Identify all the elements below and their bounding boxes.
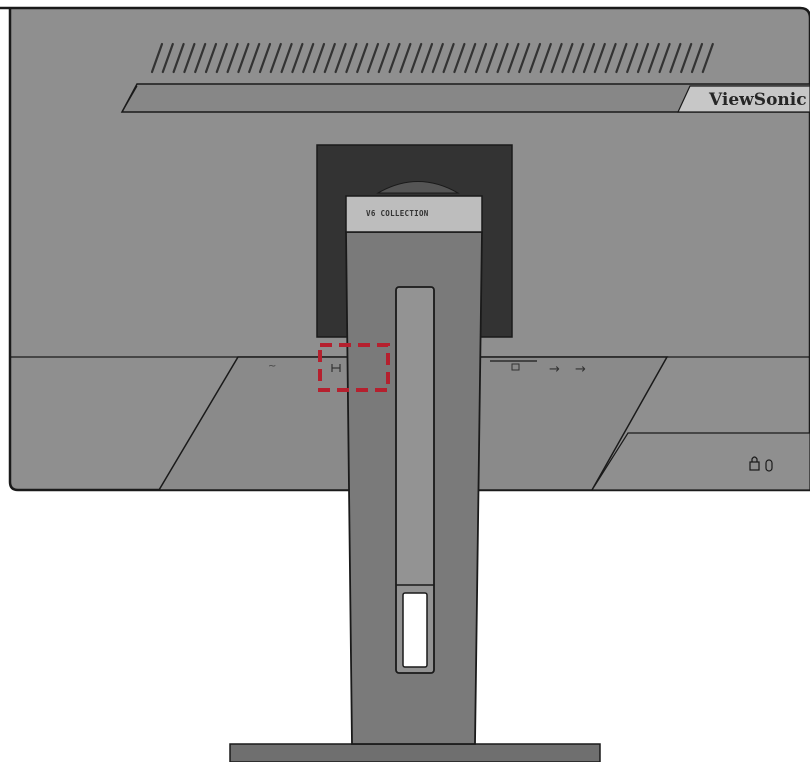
ventilation-grille	[150, 42, 714, 74]
vent-slot	[280, 42, 293, 74]
vent-slot	[150, 42, 164, 74]
ac-power-icon: ~	[268, 361, 276, 372]
collection-label: V6 COLLECTION	[366, 209, 429, 218]
vent-slot	[356, 42, 369, 74]
vent-slot	[194, 42, 207, 74]
vent-slot	[680, 42, 693, 74]
kensington-slot-icon	[765, 459, 773, 472]
vent-slot	[248, 42, 261, 74]
displayport-icon	[511, 363, 520, 371]
side-recess	[590, 432, 810, 491]
cable-management-slot	[395, 286, 435, 674]
vent-slot	[399, 42, 412, 74]
vent-slot	[183, 42, 196, 74]
vent-slot	[539, 42, 552, 74]
vent-slot	[161, 42, 174, 74]
vent-slot	[690, 42, 704, 74]
top-strip-inner-line	[121, 85, 138, 113]
vent-slot	[237, 42, 250, 74]
vent-slot	[312, 42, 326, 74]
vent-slot	[226, 42, 239, 74]
vent-slot	[507, 42, 520, 74]
top-strip	[120, 83, 810, 113]
vent-slot	[323, 42, 336, 74]
vent-slot	[431, 42, 444, 74]
brand-plate	[677, 85, 810, 113]
vent-slot	[269, 42, 282, 74]
vent-slot	[528, 42, 542, 74]
vent-slot	[410, 42, 423, 74]
vent-slot	[345, 42, 358, 74]
vent-slot	[204, 42, 218, 74]
vent-slot	[464, 42, 477, 74]
vent-slot	[615, 42, 628, 74]
vent-slot	[658, 42, 671, 74]
vent-slot	[604, 42, 617, 74]
vent-slot	[582, 42, 596, 74]
vent-slot	[701, 42, 714, 74]
vent-slot	[485, 42, 498, 74]
vent-slot	[474, 42, 488, 74]
vent-slot	[366, 42, 380, 74]
collection-badge	[345, 195, 483, 233]
lock-icon	[749, 456, 760, 471]
vent-slot	[518, 42, 531, 74]
vent-slot	[215, 42, 228, 74]
vent-slot	[636, 42, 650, 74]
vent-slot	[442, 42, 455, 74]
vent-slot	[496, 42, 509, 74]
cable-clip-opening	[402, 592, 428, 668]
vent-slot	[550, 42, 563, 74]
vent-slot	[388, 42, 401, 74]
vent-slot	[334, 42, 347, 74]
vent-slot	[453, 42, 466, 74]
headphone-jack-icon	[331, 364, 341, 372]
vent-slot	[593, 42, 606, 74]
vent-slot	[561, 42, 574, 74]
vent-slot	[291, 42, 304, 74]
usb-icon: →	[575, 362, 586, 377]
usb-icon: →	[549, 362, 560, 377]
vent-slot	[172, 42, 185, 74]
hinge-arc	[376, 181, 460, 194]
vent-slot	[572, 42, 585, 74]
brand-logo: ViewSonic	[708, 90, 807, 110]
vent-slot	[626, 42, 639, 74]
vent-slot	[420, 42, 434, 74]
stand-base	[229, 743, 601, 762]
vent-slot	[258, 42, 272, 74]
vent-slot	[669, 42, 682, 74]
vent-slot	[377, 42, 390, 74]
vent-slot	[302, 42, 315, 74]
vent-slot	[647, 42, 660, 74]
